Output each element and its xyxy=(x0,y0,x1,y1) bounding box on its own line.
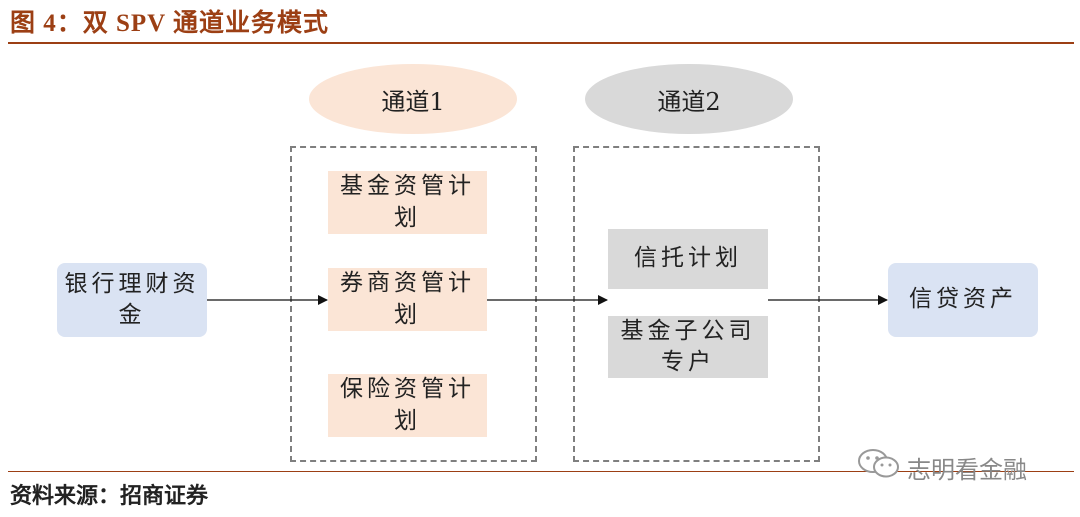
channel1-item-broker-am-plan: 券商资管计划 xyxy=(328,268,487,331)
target-node-credit-assets: 信贷资产 xyxy=(888,263,1038,337)
wechat-icon xyxy=(857,448,901,486)
channel1-container xyxy=(290,146,537,462)
channel1-item-insurance-am-plan: 保险资管计划 xyxy=(328,374,487,437)
channel2-item-fund-subsidiary-account: 基金子公司专户 xyxy=(608,316,768,378)
footer-rule xyxy=(8,471,1074,472)
channel2-label: 通道2 xyxy=(585,64,793,134)
channel2-item-trust-plan: 信托计划 xyxy=(608,229,768,289)
source-note: 资料来源：招商证券 xyxy=(10,484,209,509)
channel1-label: 通道1 xyxy=(309,64,517,134)
channel1-item-fund-am-plan: 基金资管计划 xyxy=(328,171,487,234)
title-rule xyxy=(8,42,1074,44)
source-node-bank-wealth-funds: 银行理财资金 xyxy=(57,263,207,337)
watermark: 志明看金融 xyxy=(857,449,1027,485)
figure-title: 图 4：双 SPV 通道业务模式 xyxy=(10,10,330,37)
watermark-text: 志明看金融 xyxy=(907,455,1027,484)
channel2-container xyxy=(573,146,820,462)
